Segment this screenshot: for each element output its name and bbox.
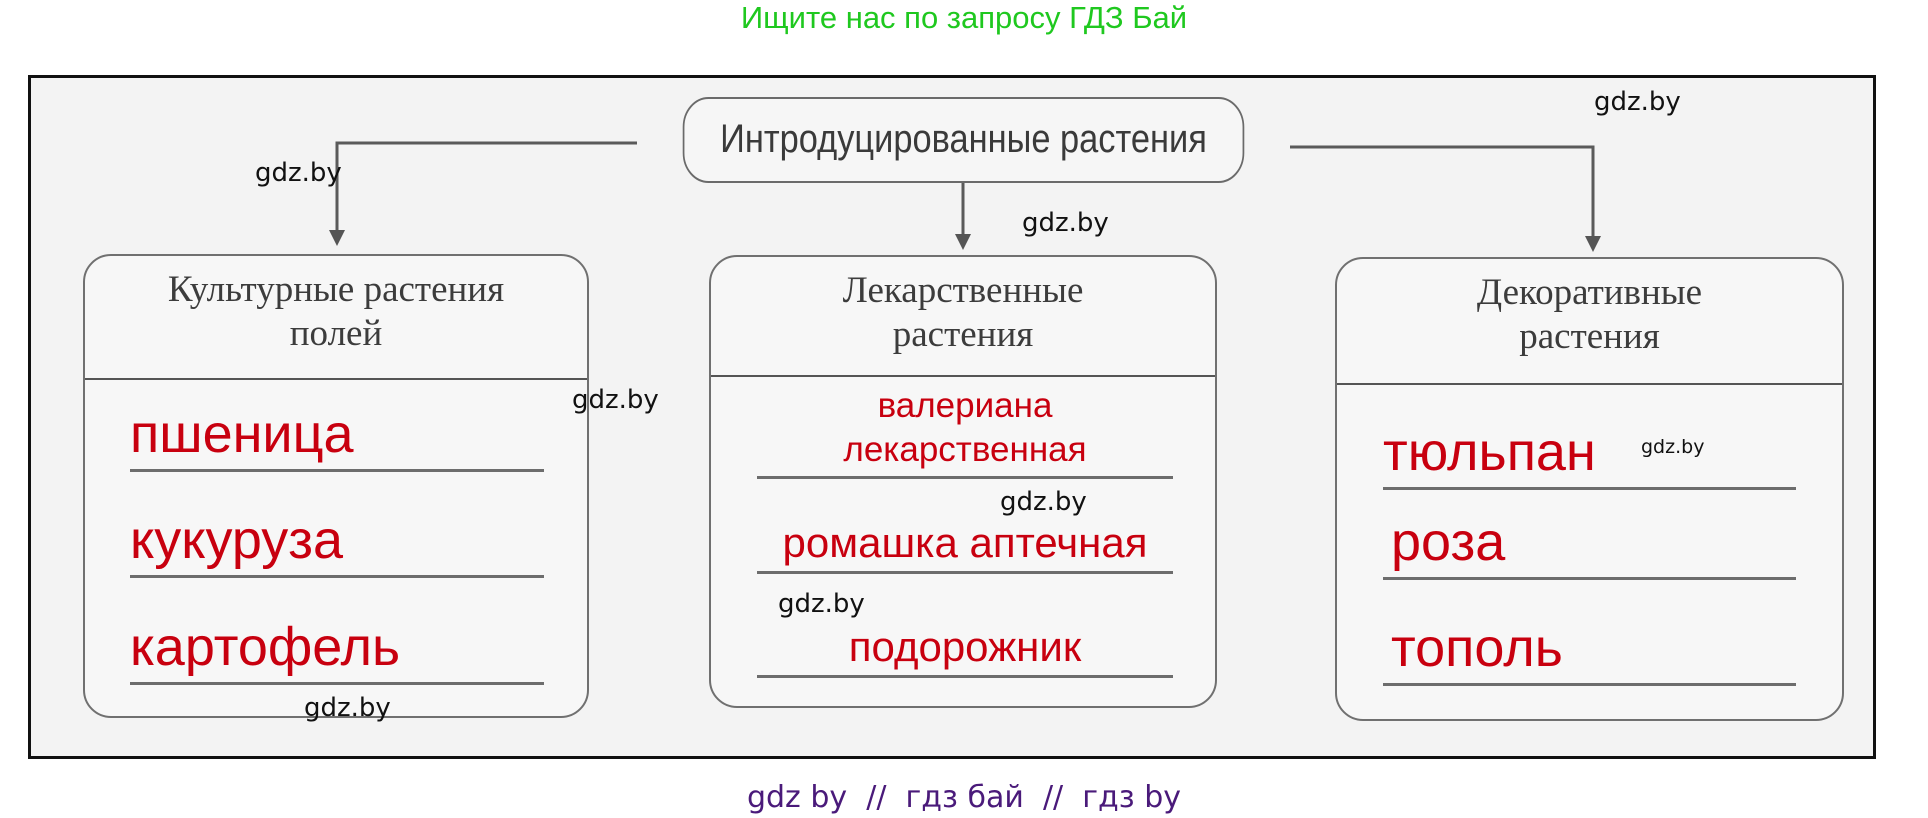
banner-text: Ищите нас по запросу ГДЗ Бай bbox=[740, 0, 1188, 35]
answer-field: роза bbox=[1383, 508, 1796, 580]
answer-text: подорожник bbox=[848, 623, 1082, 670]
answer-field: картофель bbox=[130, 613, 544, 685]
category-box-cultivated: Культурные растения полей bbox=[83, 254, 589, 718]
answer-text-line2: лекарственная bbox=[843, 430, 1087, 469]
footer-text: gdz by // гдз бай // гдз by bbox=[746, 780, 1182, 815]
watermark: gdz.by bbox=[1641, 436, 1705, 458]
category-header: Декоративные растения bbox=[1337, 259, 1842, 385]
answer-text-line1: валериана bbox=[877, 386, 1053, 425]
category-header: Культурные растения полей bbox=[85, 256, 587, 380]
category-title-line2: полей bbox=[289, 313, 383, 354]
answer-field: пшеница bbox=[130, 400, 544, 472]
root-node-label: Интродуцированные растения bbox=[720, 117, 1207, 161]
search-banner: Ищите нас по запросу ГДЗ Бай bbox=[0, 0, 1928, 40]
category-title-line2: растения bbox=[892, 314, 1034, 355]
category-box-medicinal: Лекарственные растения bbox=[709, 255, 1217, 708]
category-title-line1: Декоративные bbox=[1476, 272, 1703, 313]
answer-field: подорожник bbox=[757, 612, 1173, 678]
answer-text: пшеница bbox=[130, 404, 354, 464]
category-title-line2: растения bbox=[1519, 316, 1660, 357]
category-title-line1: Культурные растения bbox=[167, 269, 505, 310]
answer-field: тополь bbox=[1383, 614, 1796, 686]
answer-field: кукуруза bbox=[130, 506, 544, 578]
answer-text: картофель bbox=[130, 617, 401, 677]
category-header: Лекарственные растения bbox=[711, 257, 1215, 377]
watermark: gdz.by bbox=[1000, 487, 1087, 517]
answer-field: тюльпан bbox=[1383, 418, 1796, 490]
answer-text: кукуруза bbox=[130, 510, 344, 570]
watermark: gdz.by bbox=[572, 385, 659, 415]
answer-text: валериана лекарственная bbox=[757, 384, 1173, 472]
watermark: gdz.by bbox=[255, 158, 342, 188]
category-title-line1: Лекарственные bbox=[842, 270, 1084, 311]
root-node: Интродуцированные растения bbox=[682, 97, 1245, 183]
answer-text: тополь bbox=[1391, 618, 1563, 678]
watermark: gdz.by bbox=[1022, 208, 1109, 238]
watermark: gdz.by bbox=[304, 693, 391, 723]
watermark: gdz.by bbox=[778, 589, 865, 619]
watermark: gdz.by bbox=[1594, 87, 1681, 117]
answer-text: тюльпан bbox=[1383, 422, 1596, 482]
answer-text: ромашка аптечная bbox=[782, 519, 1148, 566]
answer-field: валериана лекарственная bbox=[757, 378, 1173, 479]
answer-field: ромашка аптечная bbox=[757, 508, 1173, 574]
footer: gdz by // гдз бай // гдз by bbox=[0, 780, 1928, 816]
answer-text: роза bbox=[1391, 512, 1506, 572]
